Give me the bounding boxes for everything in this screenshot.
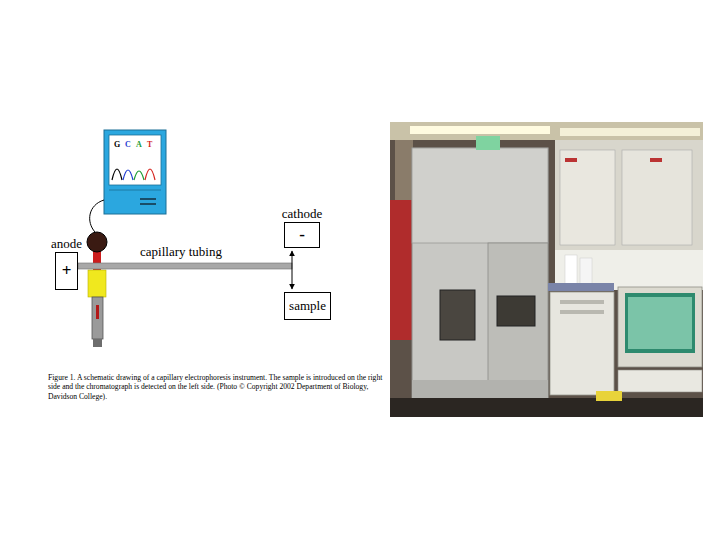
lab-photo-part (497, 296, 535, 326)
box-text: - (299, 225, 305, 245)
part-name: capillary tubing (140, 244, 222, 260)
part-name: anode (51, 236, 82, 252)
lab-photo (390, 122, 703, 417)
lab-photo-part (618, 370, 702, 392)
lab-photo-part (476, 136, 500, 150)
lab-photo-part (390, 122, 703, 140)
lab-photo-part (565, 158, 577, 162)
lab-photo-part (440, 290, 475, 340)
lab-photo-part (548, 283, 614, 291)
lab-photo-part (550, 292, 614, 395)
lab-photo-part (488, 243, 548, 398)
detector-part (92, 297, 103, 339)
lab-photo-part (650, 158, 662, 162)
monitor-icon-part (104, 130, 166, 214)
monitor-icon-part (140, 198, 156, 200)
electrode-box: anode+ (55, 252, 78, 290)
lab-photo-part (555, 140, 703, 250)
monitor-icon (104, 130, 166, 214)
monitor-icon-part (123, 170, 133, 180)
base-letter: T (147, 140, 152, 149)
monitor-icon-part (109, 190, 161, 191)
detector-part (87, 232, 107, 252)
monitor-icon-part (134, 171, 144, 180)
detector-part (88, 270, 106, 297)
lab-photo-part (596, 391, 622, 401)
lab-photo-part (395, 140, 413, 200)
box-text: + (62, 261, 72, 281)
lab-photo-part (560, 300, 604, 304)
lab-photo-part (625, 293, 695, 353)
lab-photo-part (390, 122, 703, 417)
lab-photo-part (390, 398, 703, 417)
lab-photo-part (410, 126, 550, 134)
base-letter: A (136, 140, 142, 149)
lab-photo-part (560, 150, 615, 245)
electrode-box: cathode- (284, 222, 320, 248)
sample-box: sample (284, 292, 331, 320)
lab-photo-part (390, 200, 412, 340)
monitor-icon-part (140, 203, 156, 205)
lab-photo-part (412, 148, 548, 243)
double-arrow (292, 251, 293, 289)
detector (87, 232, 107, 347)
lab-photo-part (412, 148, 548, 398)
lab-photo-part (622, 150, 692, 245)
part-name: cathode (282, 206, 322, 222)
detector-cable (90, 200, 104, 232)
monitor-icon-part (109, 135, 161, 185)
base-letter: C (125, 140, 131, 149)
monitor-icon-part (112, 169, 122, 180)
monitor-icon-part (145, 169, 155, 180)
capillary-tube (78, 263, 292, 269)
detector-part (96, 305, 99, 319)
base-letter: G (114, 140, 120, 149)
box-text: sample (289, 298, 326, 314)
lab-photo-part (628, 297, 692, 349)
figure-caption: Figure 1. A schematic drawing of a capil… (48, 373, 386, 401)
detector-part (93, 339, 102, 347)
lab-photo-part (560, 310, 604, 314)
lab-photo-part (560, 128, 700, 136)
lab-photo-part (618, 287, 702, 367)
